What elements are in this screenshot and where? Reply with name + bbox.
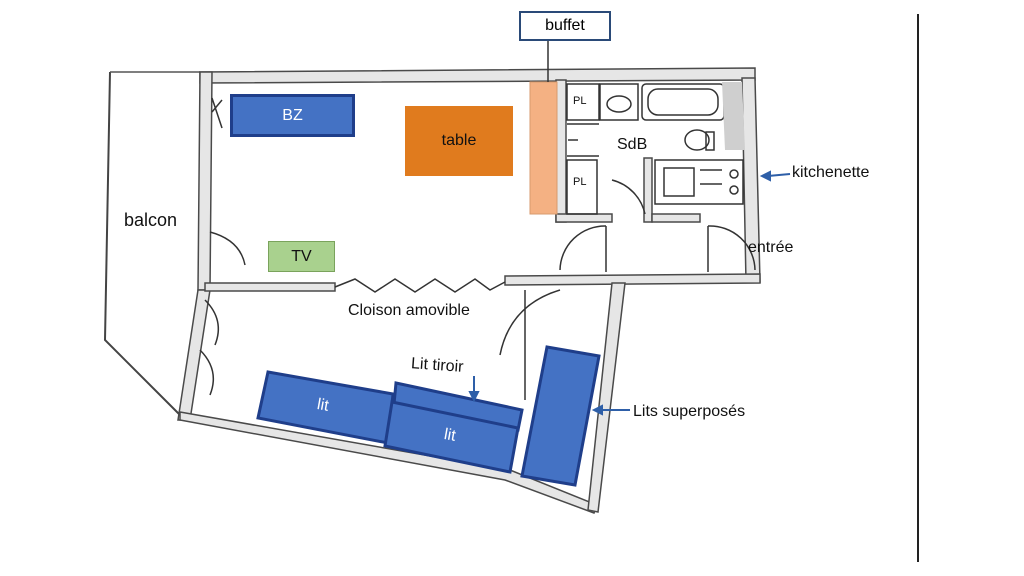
sdb-label: SdB (617, 136, 648, 153)
bathtub-inner (647, 88, 719, 116)
buffet-block (529, 81, 558, 215)
sink-cabinet (599, 83, 639, 121)
table-label: table (441, 132, 477, 149)
kitchenette-label: kitchenette (792, 164, 870, 181)
partition-wall-right (504, 273, 761, 286)
lit-2-label: lit (442, 426, 458, 445)
dining-table: table (405, 106, 513, 176)
hob-2 (729, 185, 739, 195)
bunk-beds (520, 345, 601, 487)
door-swings (499, 179, 756, 400)
walls (177, 67, 761, 514)
bathroom-wall-bottom (555, 213, 613, 223)
buffet-label-box: buffet (519, 11, 611, 41)
arrow-kitchenette (767, 173, 791, 177)
top-wall (199, 67, 756, 84)
buffet-label: buffet (545, 17, 585, 34)
partition-wall-left (204, 282, 336, 292)
closet-bottom (566, 159, 598, 215)
toilet-bowl (684, 129, 710, 151)
window-marks (199, 97, 246, 396)
tv-unit: TV (268, 241, 335, 272)
removable-partition (334, 278, 506, 293)
kitchen-counter (654, 159, 744, 205)
kitchen-wall (651, 213, 701, 223)
bz-label: BZ (282, 106, 303, 124)
balcon-label: balcon (124, 210, 178, 230)
pl-label-bottom: PL (573, 176, 587, 188)
kitchen-sink (663, 167, 695, 197)
wall-hatching (722, 82, 745, 150)
pl-label-top: PL (573, 95, 587, 107)
closet-top (566, 83, 600, 121)
entree-label: entrée (748, 239, 794, 256)
balcony-outline (103, 71, 181, 416)
lit-1-label: lit (315, 396, 331, 415)
cloison-label: Cloison amovible (348, 302, 470, 319)
left-wall-upper (197, 71, 213, 291)
kitchenette-fixtures (654, 159, 744, 205)
bed-2 (383, 400, 520, 474)
bz-sofa: BZ (230, 94, 355, 137)
diagonal-wall-right (587, 282, 626, 513)
hob-1 (729, 169, 739, 179)
tv-label: TV (291, 247, 312, 265)
lits-superposes-label: Lits superposés (633, 403, 746, 420)
sink-basin (606, 95, 632, 113)
callout-arrows (468, 170, 791, 416)
toilet-tank (705, 131, 715, 151)
